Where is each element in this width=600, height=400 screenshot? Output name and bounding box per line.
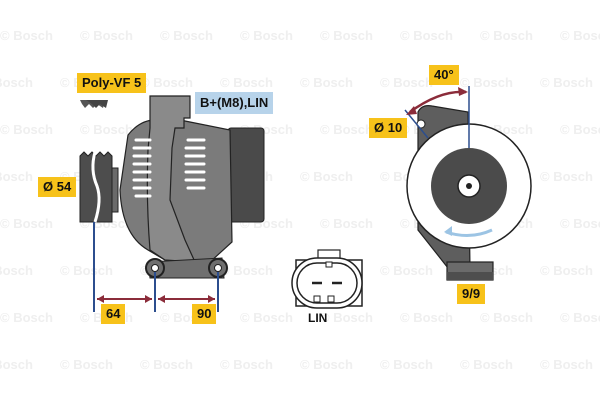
clock-position-label: 9/9 (457, 284, 486, 304)
alternator-body-icon (119, 95, 265, 279)
watermark-text: © Bosch (560, 28, 600, 43)
watermark-text: © Bosch (400, 310, 453, 325)
watermark-text: © Bosch (480, 28, 533, 43)
dimension-lines-side (93, 222, 219, 312)
hole-diameter-label: Ø 10 (369, 118, 408, 138)
watermark-text: © Bosch (560, 122, 600, 137)
watermark-text: © Bosch (380, 357, 433, 372)
watermark-text: © Bosch (240, 28, 293, 43)
angle-label: 40° (429, 65, 459, 85)
watermark-text: © Bosch (380, 263, 433, 278)
watermark-text: © Bosch (560, 216, 600, 231)
watermark-text: © Bosch (60, 263, 113, 278)
watermark-text: © Bosch (0, 310, 53, 325)
watermark-text: © Bosch (0, 263, 33, 278)
watermark-text: © Bosch (80, 28, 133, 43)
watermark-text: © Bosch (380, 75, 433, 90)
watermark-text: © Bosch (240, 310, 293, 325)
watermark-text: © Bosch (0, 357, 33, 372)
watermark-text: © Bosch (540, 357, 593, 372)
watermark-text: © Bosch (0, 122, 53, 137)
watermark-text: © Bosch (220, 357, 273, 372)
watermark-text: © Bosch (320, 310, 373, 325)
watermark-text: © Bosch (0, 216, 53, 231)
belt-profile-icon (80, 100, 108, 108)
watermark-text: © Bosch (80, 122, 133, 137)
pulley-diameter-label: Ø 54 (38, 177, 77, 197)
watermark-text: © Bosch (400, 28, 453, 43)
distance-90-label: 90 (192, 304, 217, 324)
watermark-text: © Bosch (460, 75, 513, 90)
watermark-text: © Bosch (160, 28, 213, 43)
connection-label: B+(M8),LIN (195, 92, 274, 114)
watermark-text: © Bosch (220, 75, 273, 90)
pulley-icon (79, 151, 119, 223)
watermark-text: © Bosch (140, 75, 193, 90)
alternator-front-view-icon (404, 86, 532, 281)
watermark-text: © Bosch (60, 357, 113, 372)
watermark-text: © Bosch (0, 28, 53, 43)
watermark-text: © Bosch (300, 75, 353, 90)
watermark-text: © Bosch (320, 216, 373, 231)
watermark-text: © Bosch (140, 357, 193, 372)
distance-64-label: 64 (101, 304, 126, 324)
watermark-text: © Bosch (320, 122, 373, 137)
watermark-text: © Bosch (540, 263, 593, 278)
watermark-text: © Bosch (540, 169, 593, 184)
watermark-text: © Bosch (300, 357, 353, 372)
watermark-text: © Bosch (0, 169, 33, 184)
belt-type-label: Poly-VF 5 (77, 73, 147, 93)
watermark-text: © Bosch (320, 28, 373, 43)
watermark-text: © Bosch (460, 357, 513, 372)
watermark-text: © Bosch (0, 75, 33, 90)
watermark-text: © Bosch (480, 310, 533, 325)
watermark-text: © Bosch (540, 75, 593, 90)
watermark-text: © Bosch (300, 169, 353, 184)
watermark-text: © Bosch (560, 310, 600, 325)
watermark-text: © Bosch (220, 263, 273, 278)
connector-plug-icon (291, 249, 363, 309)
plug-label: LIN (308, 311, 328, 325)
